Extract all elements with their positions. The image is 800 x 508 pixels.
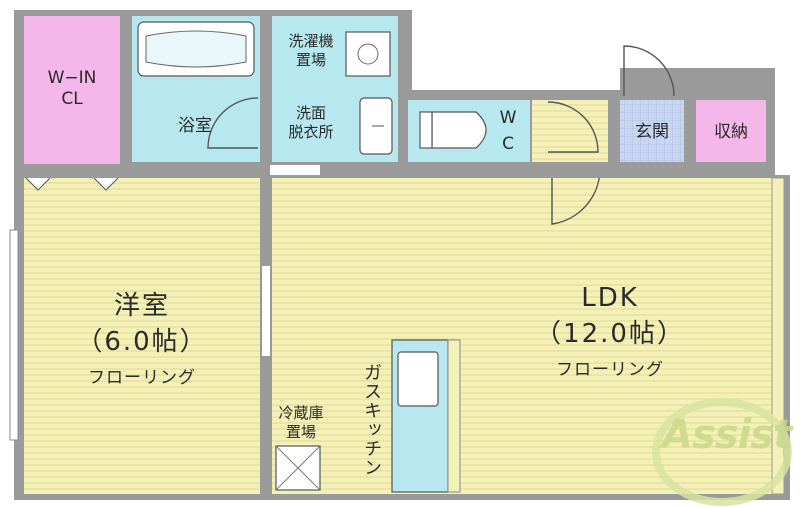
western-room-floor (24, 178, 260, 494)
entrance-label: 玄関 (635, 122, 669, 142)
washer-space-label: 洗濯機 置場 (288, 32, 334, 69)
ldk-size: （12.0帖） (535, 319, 685, 349)
western-room-flooring: フローリング (88, 368, 196, 388)
bathtub-basin (145, 30, 247, 68)
entrance-tiles (620, 100, 684, 162)
assist-logo (652, 398, 792, 506)
western-room-size: （6.0帖） (76, 327, 208, 357)
storage-room (696, 100, 766, 162)
assist-logo-text: Assist (662, 412, 792, 458)
walk-in-closet-room (24, 16, 120, 164)
ldk-door (551, 167, 601, 225)
washer-drain (357, 43, 379, 65)
kitchen-sink (397, 351, 439, 407)
toilet-label-c: C (502, 134, 514, 154)
bathroom-label: 浴室 (178, 116, 212, 136)
entrance-door (623, 45, 675, 97)
ldk-label: LDK (581, 283, 639, 313)
toilet-bowl (431, 111, 487, 149)
toilet-tank (419, 111, 433, 149)
toilet-label-w: W (499, 108, 517, 128)
kitchen-wall-panel (447, 339, 461, 493)
gas-kitchen-label: ガスキッチン (361, 363, 382, 477)
toilet-door (547, 101, 599, 153)
ldk-floor (272, 178, 772, 494)
washer-pad (345, 31, 391, 77)
ldk-flooring: フローリング (556, 360, 664, 380)
closet-door-marks (25, 177, 119, 191)
ldk-window-frame (771, 177, 785, 495)
fridge-space-label: 冷蔵庫 置場 (278, 404, 324, 441)
washroom-label: 洗面 脱衣所 (288, 104, 334, 141)
walk-in-closet-label: W−IN CL (47, 68, 97, 110)
storage-label: 収納 (714, 122, 748, 142)
west-window (9, 229, 19, 441)
western-room-label: 洋室 (113, 291, 170, 321)
bathroom-door (207, 97, 259, 149)
